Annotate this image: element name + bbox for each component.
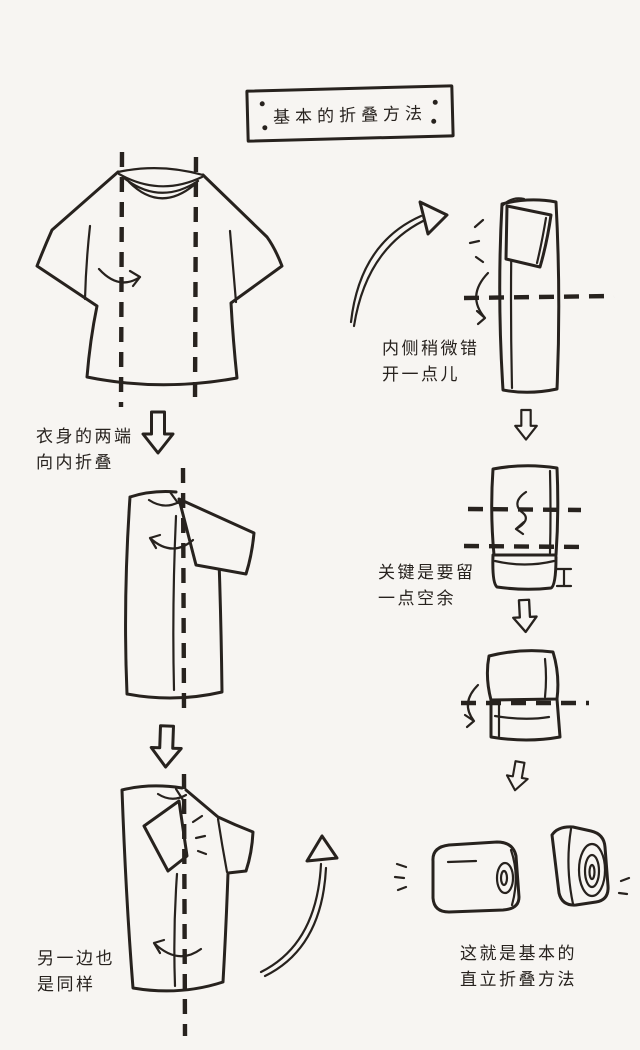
roll-spiral-inner	[588, 863, 596, 881]
fold-line-left	[118, 151, 125, 408]
roll-spiral-outer	[495, 861, 515, 895]
roll-spiral-mid	[583, 853, 601, 889]
emphasis-marks-icon	[468, 218, 485, 264]
caption-line: 衣身的两端	[36, 427, 134, 447]
plaque-pin-icon	[259, 101, 265, 107]
flap-inner-edge	[543, 657, 548, 699]
sleeve-folded-out	[177, 497, 256, 576]
emphasis-marks-icon	[617, 876, 631, 896]
fold-direction-arrow-icon	[475, 271, 490, 326]
plaque-pin-icon	[432, 99, 438, 105]
fold-direction-arrow-icon	[514, 490, 528, 536]
stepR1-vertical-fold-drawing	[463, 197, 615, 394]
fold-direction-arrow-icon	[97, 267, 142, 288]
result-bundle-lying-drawing	[393, 840, 521, 914]
caption-leave-space: 关键是要留 一点空余	[378, 560, 476, 613]
fold-direction-arrow-icon	[463, 683, 480, 729]
tshirt-outline	[35, 170, 284, 387]
roll-spiral-inner	[499, 869, 509, 887]
caption-line: 关键是要留	[378, 563, 476, 583]
emphasis-marks-icon	[393, 862, 408, 892]
caption-other-side-same: 另一边也 是同样	[37, 946, 115, 999]
down-arrow-icon	[141, 410, 175, 455]
plaque-pin-icon	[431, 118, 437, 124]
collar-detail	[147, 490, 181, 507]
folded-body-outline	[120, 784, 255, 993]
stepR2-leave-gap-drawing	[463, 464, 585, 591]
result-bundle-standing-drawing	[550, 825, 631, 907]
caption-line: 内侧稍微错	[382, 339, 480, 359]
caption-stagger-inner-side: 内侧稍微错 开一点儿	[382, 336, 480, 389]
lower-body	[489, 697, 562, 742]
gap-measure-icon	[555, 567, 573, 588]
bottom-flap	[491, 553, 558, 591]
caption-line: 是同样	[37, 975, 96, 996]
down-arrow-icon	[503, 759, 532, 794]
caption-final-result: 这就是基本的 直立折叠方法	[460, 941, 577, 994]
collar-detail	[156, 787, 188, 802]
tshirt-sleeve-seams	[83, 224, 238, 304]
caption-fold-ends-inward: 衣身的两端 向内折叠	[36, 424, 134, 477]
horizontal-fold-line	[463, 293, 615, 301]
inner-fold-edge	[173, 872, 179, 988]
bundle-outline	[431, 840, 521, 914]
stepR3-fold-in-half-drawing	[461, 649, 589, 742]
down-arrow-icon	[514, 408, 538, 441]
fold-direction-arrow-icon	[148, 533, 195, 550]
fold-line-right	[192, 156, 199, 403]
center-fold-line	[180, 467, 187, 713]
plaque-pin-icon	[262, 125, 268, 131]
sleeve-tucked	[504, 204, 553, 269]
caption-line: 另一边也	[37, 949, 115, 969]
caption-line: 一点空余	[378, 589, 456, 610]
roll-spiral-outer	[577, 842, 607, 898]
folded-shirt-outline	[490, 464, 560, 557]
emphasis-marks-icon	[191, 814, 208, 856]
step1-flat-tshirt-drawing	[35, 151, 284, 408]
sleeve-seam	[216, 817, 229, 874]
caption-line: 直立折叠方法	[460, 970, 577, 991]
sleeve-inner-line	[535, 216, 548, 265]
folded-body-outline	[124, 490, 224, 700]
inner-fold-edge	[172, 514, 178, 692]
swoosh-arrow-bottom-icon	[259, 834, 339, 978]
down-arrow-icon	[511, 598, 539, 634]
roll-wrap-edge	[509, 848, 517, 907]
inner-right-edge	[548, 469, 552, 555]
tshirt-collar	[116, 167, 205, 200]
upper-flap	[485, 649, 560, 702]
page-title: 基本的折叠方法	[272, 103, 428, 129]
center-fold-line	[181, 773, 188, 1037]
step3-other-side-folded-drawing	[120, 773, 255, 1037]
top-crease	[446, 859, 478, 864]
fold-line-lower	[463, 543, 585, 550]
swoosh-arrow-top-icon	[349, 200, 449, 328]
caption-line: 这就是基本的	[460, 944, 577, 964]
fold-direction-arrow-icon	[152, 938, 203, 958]
caption-line: 开一点儿	[382, 365, 460, 386]
sleeve-folded-over	[142, 799, 189, 873]
step2-one-side-folded-drawing	[124, 467, 256, 713]
caption-line: 向内折叠	[36, 453, 114, 474]
folded-shirt-outline	[498, 198, 561, 394]
title-plaque: 基本的折叠方法	[245, 84, 455, 143]
flap-inner-line	[493, 559, 556, 566]
fold-line-upper	[467, 506, 582, 513]
face-edge	[567, 827, 575, 906]
lower-body-creases	[493, 699, 551, 738]
down-arrow-icon	[149, 723, 184, 769]
